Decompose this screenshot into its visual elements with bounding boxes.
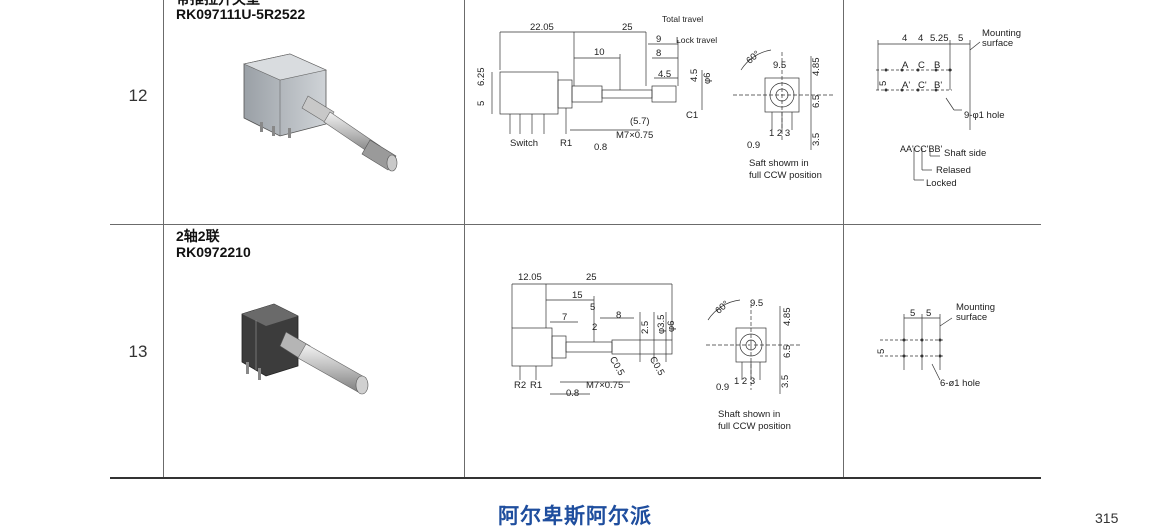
dim-label: 5 [590,302,595,313]
hole-label: 6-ø1 hole [940,378,980,389]
dim-label: 4 [902,33,907,44]
note-line: full CCW position [749,170,822,181]
product-photo [243,53,398,172]
dim-label: 5.25 [930,33,949,44]
dim-label: 7 [562,312,567,323]
dim-label: 6.5 [811,95,822,108]
dim-label: 0.9 [747,140,760,151]
callout-label: Lock travel [676,35,717,45]
mounting-label: Mounting [982,28,1021,39]
pcb-layout: 4 4 5.25 5 5 A C B A' C' B' Mounting sur… [876,28,1021,189]
dim-label: 9.5 [773,60,786,71]
dim-label: 12.05 [518,272,542,283]
dim-label: C0.5 [647,355,667,378]
row-number: 13 [128,342,148,361]
dim-label: 5 [926,308,931,319]
dim-label: 2.5 [640,321,651,334]
column-divider-2 [464,0,465,477]
dim-label: 0.8 [566,388,579,399]
dim-label: 0.8 [594,142,607,153]
dim-label: 6.25 [476,68,487,87]
callout-label: R2 [514,380,526,391]
column-divider-3 [843,0,844,477]
product-name-cn: 2轴2联 [176,228,220,244]
dim-label: 5 [476,101,487,106]
dim-label: 15 [572,290,583,301]
dim-label: 5 [878,81,889,86]
legend-item: Locked [926,178,957,189]
angle-label: 60° [713,299,731,317]
product-photo [241,303,369,395]
mounting-label: surface [982,38,1013,49]
pin-numbers: 1 2 3 [769,128,790,139]
dim-label: 8 [656,48,661,59]
angle-label: 60° [744,49,762,67]
dim-label: 0.9 [716,382,729,393]
column-divider-1 [163,0,164,477]
pin-numbers: 1 2 3 [734,376,755,387]
callout-label: Total travel [662,14,703,24]
pin-letter: A [902,60,909,71]
dim-label: 8 [616,310,621,321]
row-number: 12 [128,86,148,105]
dim-label: φ6 [702,73,713,84]
product-model: RK097111U-5R2522 [176,6,306,22]
dim-label: 3.5 [811,133,822,146]
callout-label: R1 [560,138,572,149]
dim-label: 3.5 [780,375,791,388]
pin-letter: B' [934,80,942,91]
table-bottom-rule [110,477,1041,479]
product-model: RK0972210 [176,244,251,260]
dim-label: C0.5 [607,355,627,378]
dim-label: C1 [686,110,698,121]
mounting-label: surface [956,312,987,323]
callout-label: Switch [510,138,538,149]
dim-label: φ3.5 [656,315,667,334]
dim-label: (5.7) [630,116,650,127]
note-line: Saft showm in [749,158,809,169]
row-divider [110,224,1041,225]
callout-label: R1 [530,380,542,391]
product-name-cn: 带推拉开关型 [176,0,260,8]
dim-label: 5 [910,308,915,319]
pin-letter: A' [902,80,910,91]
dimension-drawing-side: 22.05 25 10 9 8 4.5 4.5 φ6 5 6.25 (5.7) … [476,14,717,153]
dim-label: 25 [622,22,633,33]
note-line: Shaft shown in [718,409,780,420]
dim-label: M7×0.75 [616,130,653,141]
dim-label: 5 [958,33,963,44]
dimension-drawing-side: 12.05 25 15 5 7 2 8 2.5 φ3.5 φ6 C0.5 C0.… [511,272,677,399]
dim-label: 10 [594,47,605,58]
dim-label: 2 [592,322,597,333]
dim-label: φ6 [666,321,677,332]
dim-label: 4.5 [658,69,671,80]
dim-label: 4.85 [782,308,793,327]
legend-code: AA'CC'BB' [900,144,942,154]
dimension-drawing-front: 60° 9.5 4.85 6.5 3.5 0.9 1 2 3 Shaft sho… [706,298,800,432]
dim-label: 4.5 [689,69,700,82]
dimension-drawing-front: 60° 9.5 4.85 6.5 3.5 0.9 1 2 3 Saft show… [733,49,833,181]
mounting-label: Mounting [956,302,995,313]
pin-letter: C [918,60,925,71]
dim-label: 4 [918,33,923,44]
dim-label: 25 [586,272,597,283]
dim-label: 9 [656,34,661,45]
dim-label: 22.05 [530,22,554,33]
dim-label: 9.5 [750,298,763,309]
dim-label: 4.85 [811,58,822,77]
pin-letter: B [934,60,940,71]
dim-label: 5 [876,349,887,354]
page-number: 315 [1095,510,1119,526]
pcb-layout: 5 5 5 Mounting surface 6-ø1 hole [876,302,995,389]
hole-label: 9-φ1 hole [964,110,1005,121]
dim-label: M7×0.75 [586,380,623,391]
pin-letter: C' [918,80,927,91]
footer-title: 阿尔卑斯阿尔派 [498,505,652,528]
note-line: full CCW position [718,421,791,432]
legend-item: Relased [936,165,971,176]
legend-item: Shaft side [944,148,986,159]
dim-label: 6.5 [782,345,793,358]
